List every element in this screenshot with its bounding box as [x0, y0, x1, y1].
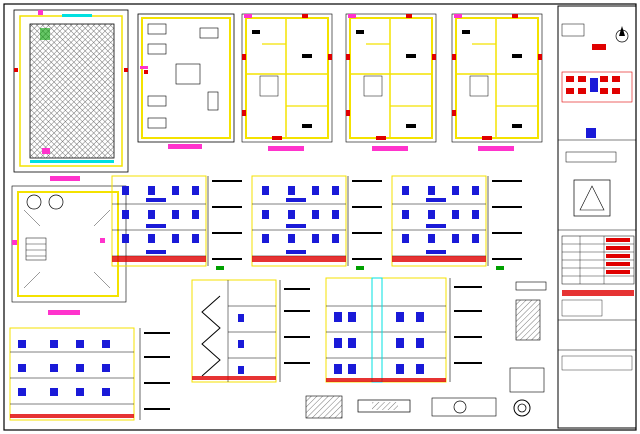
floor-plan-1-label-bar [268, 146, 304, 151]
floor-plan-2-label-bar [372, 146, 408, 151]
details [305, 281, 547, 419]
section-a [191, 279, 310, 383]
north-arrow-icon [615, 26, 629, 43]
site-plan [13, 9, 129, 181]
side-elevation-2 [391, 175, 522, 270]
floor-plan-1 [241, 13, 333, 151]
side-elevation-1 [251, 175, 382, 270]
title-block [557, 5, 637, 429]
rear-elevation [9, 327, 170, 421]
front-elevation [111, 175, 242, 270]
section-b [325, 277, 482, 383]
terrace-plan-label-bar [48, 310, 80, 315]
floor-plan-3 [451, 13, 543, 151]
floor-plan-3-label-bar [478, 146, 514, 151]
parking-plan [137, 13, 235, 149]
parking-plan-label-bar [168, 144, 202, 149]
terrace-plan [11, 185, 127, 315]
floor-plan-2 [345, 13, 437, 151]
site-plan-label-bar [50, 176, 80, 181]
key-plan-icon [561, 71, 633, 103]
schedule-table [561, 235, 635, 285]
